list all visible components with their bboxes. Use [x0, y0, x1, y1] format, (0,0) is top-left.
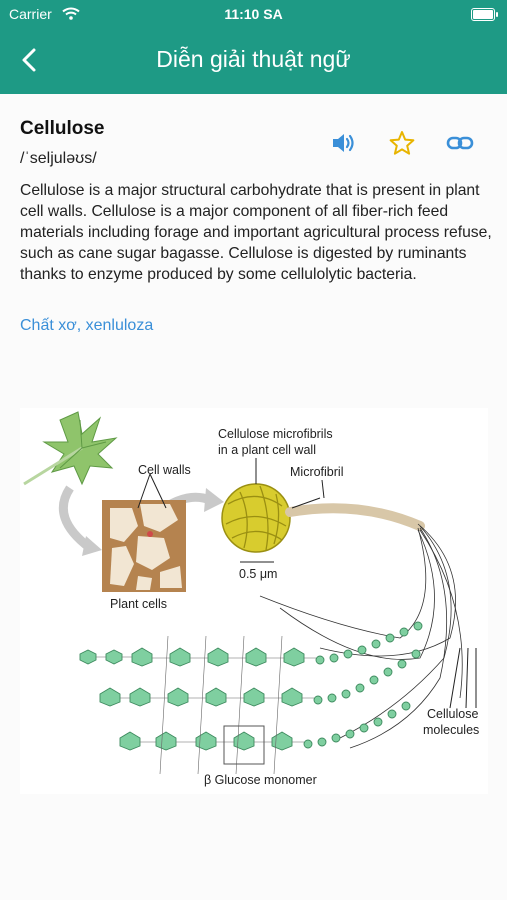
term-title: Cellulose [20, 118, 105, 139]
scale-label: 0.5 μm [239, 567, 277, 581]
monomer-label: β Glucose monomer [204, 773, 317, 787]
link-button[interactable] [446, 130, 474, 156]
molecules-label-line2: molecules [423, 723, 479, 737]
battery-icon [471, 8, 498, 21]
leaf-illustration [23, 411, 118, 486]
cellulose-diagram: Cell walls Plant cells Cellulose microfi… [20, 408, 488, 794]
speaker-icon [333, 134, 354, 152]
app-header: Carrier 11:10 SA Diễn giải thuật ngữ [0, 0, 507, 94]
molecules-label-line1: Cellulose [427, 707, 478, 721]
term-phonetic: /ˈseljuləʊs/ [20, 150, 97, 167]
status-time: 11:10 SA [224, 6, 283, 22]
term-detail: Cellulose /ˈseljuləʊs/ Cellulose is a ma… [0, 94, 507, 900]
microfibrils-label-line2: in a plant cell wall [218, 443, 316, 457]
carrier-label: Carrier [9, 6, 52, 22]
plant-cells-illustration [102, 500, 186, 592]
link-icon [446, 136, 474, 150]
term-translation[interactable]: Chất xơ, xenluloza [20, 317, 154, 334]
back-button[interactable] [14, 42, 46, 78]
term-actions [330, 130, 480, 156]
chain-bonds [96, 635, 316, 775]
cellulose-molecule-chains [79, 621, 423, 751]
cell-walls-label: Cell walls [138, 463, 191, 477]
microfibril-label: Microfibril [290, 465, 343, 479]
status-bar: Carrier 11:10 SA [0, 6, 507, 24]
microfibrils-label-line1: Cellulose microfibrils [218, 427, 333, 441]
plant-cells-label: Plant cells [110, 597, 167, 611]
microfibrils-illustration [221, 483, 291, 553]
nav-bar: Diễn giải thuật ngữ [0, 38, 507, 82]
star-icon [389, 131, 415, 155]
fiber-strands [259, 523, 463, 749]
chevron-left-icon [22, 48, 36, 72]
term-description: Cellulose is a major structural carbohyd… [20, 182, 492, 283]
favorite-button[interactable] [388, 130, 416, 156]
pronounce-button[interactable] [330, 130, 358, 156]
wifi-icon [62, 7, 80, 23]
page-title: Diễn giải thuật ngữ [156, 46, 351, 72]
